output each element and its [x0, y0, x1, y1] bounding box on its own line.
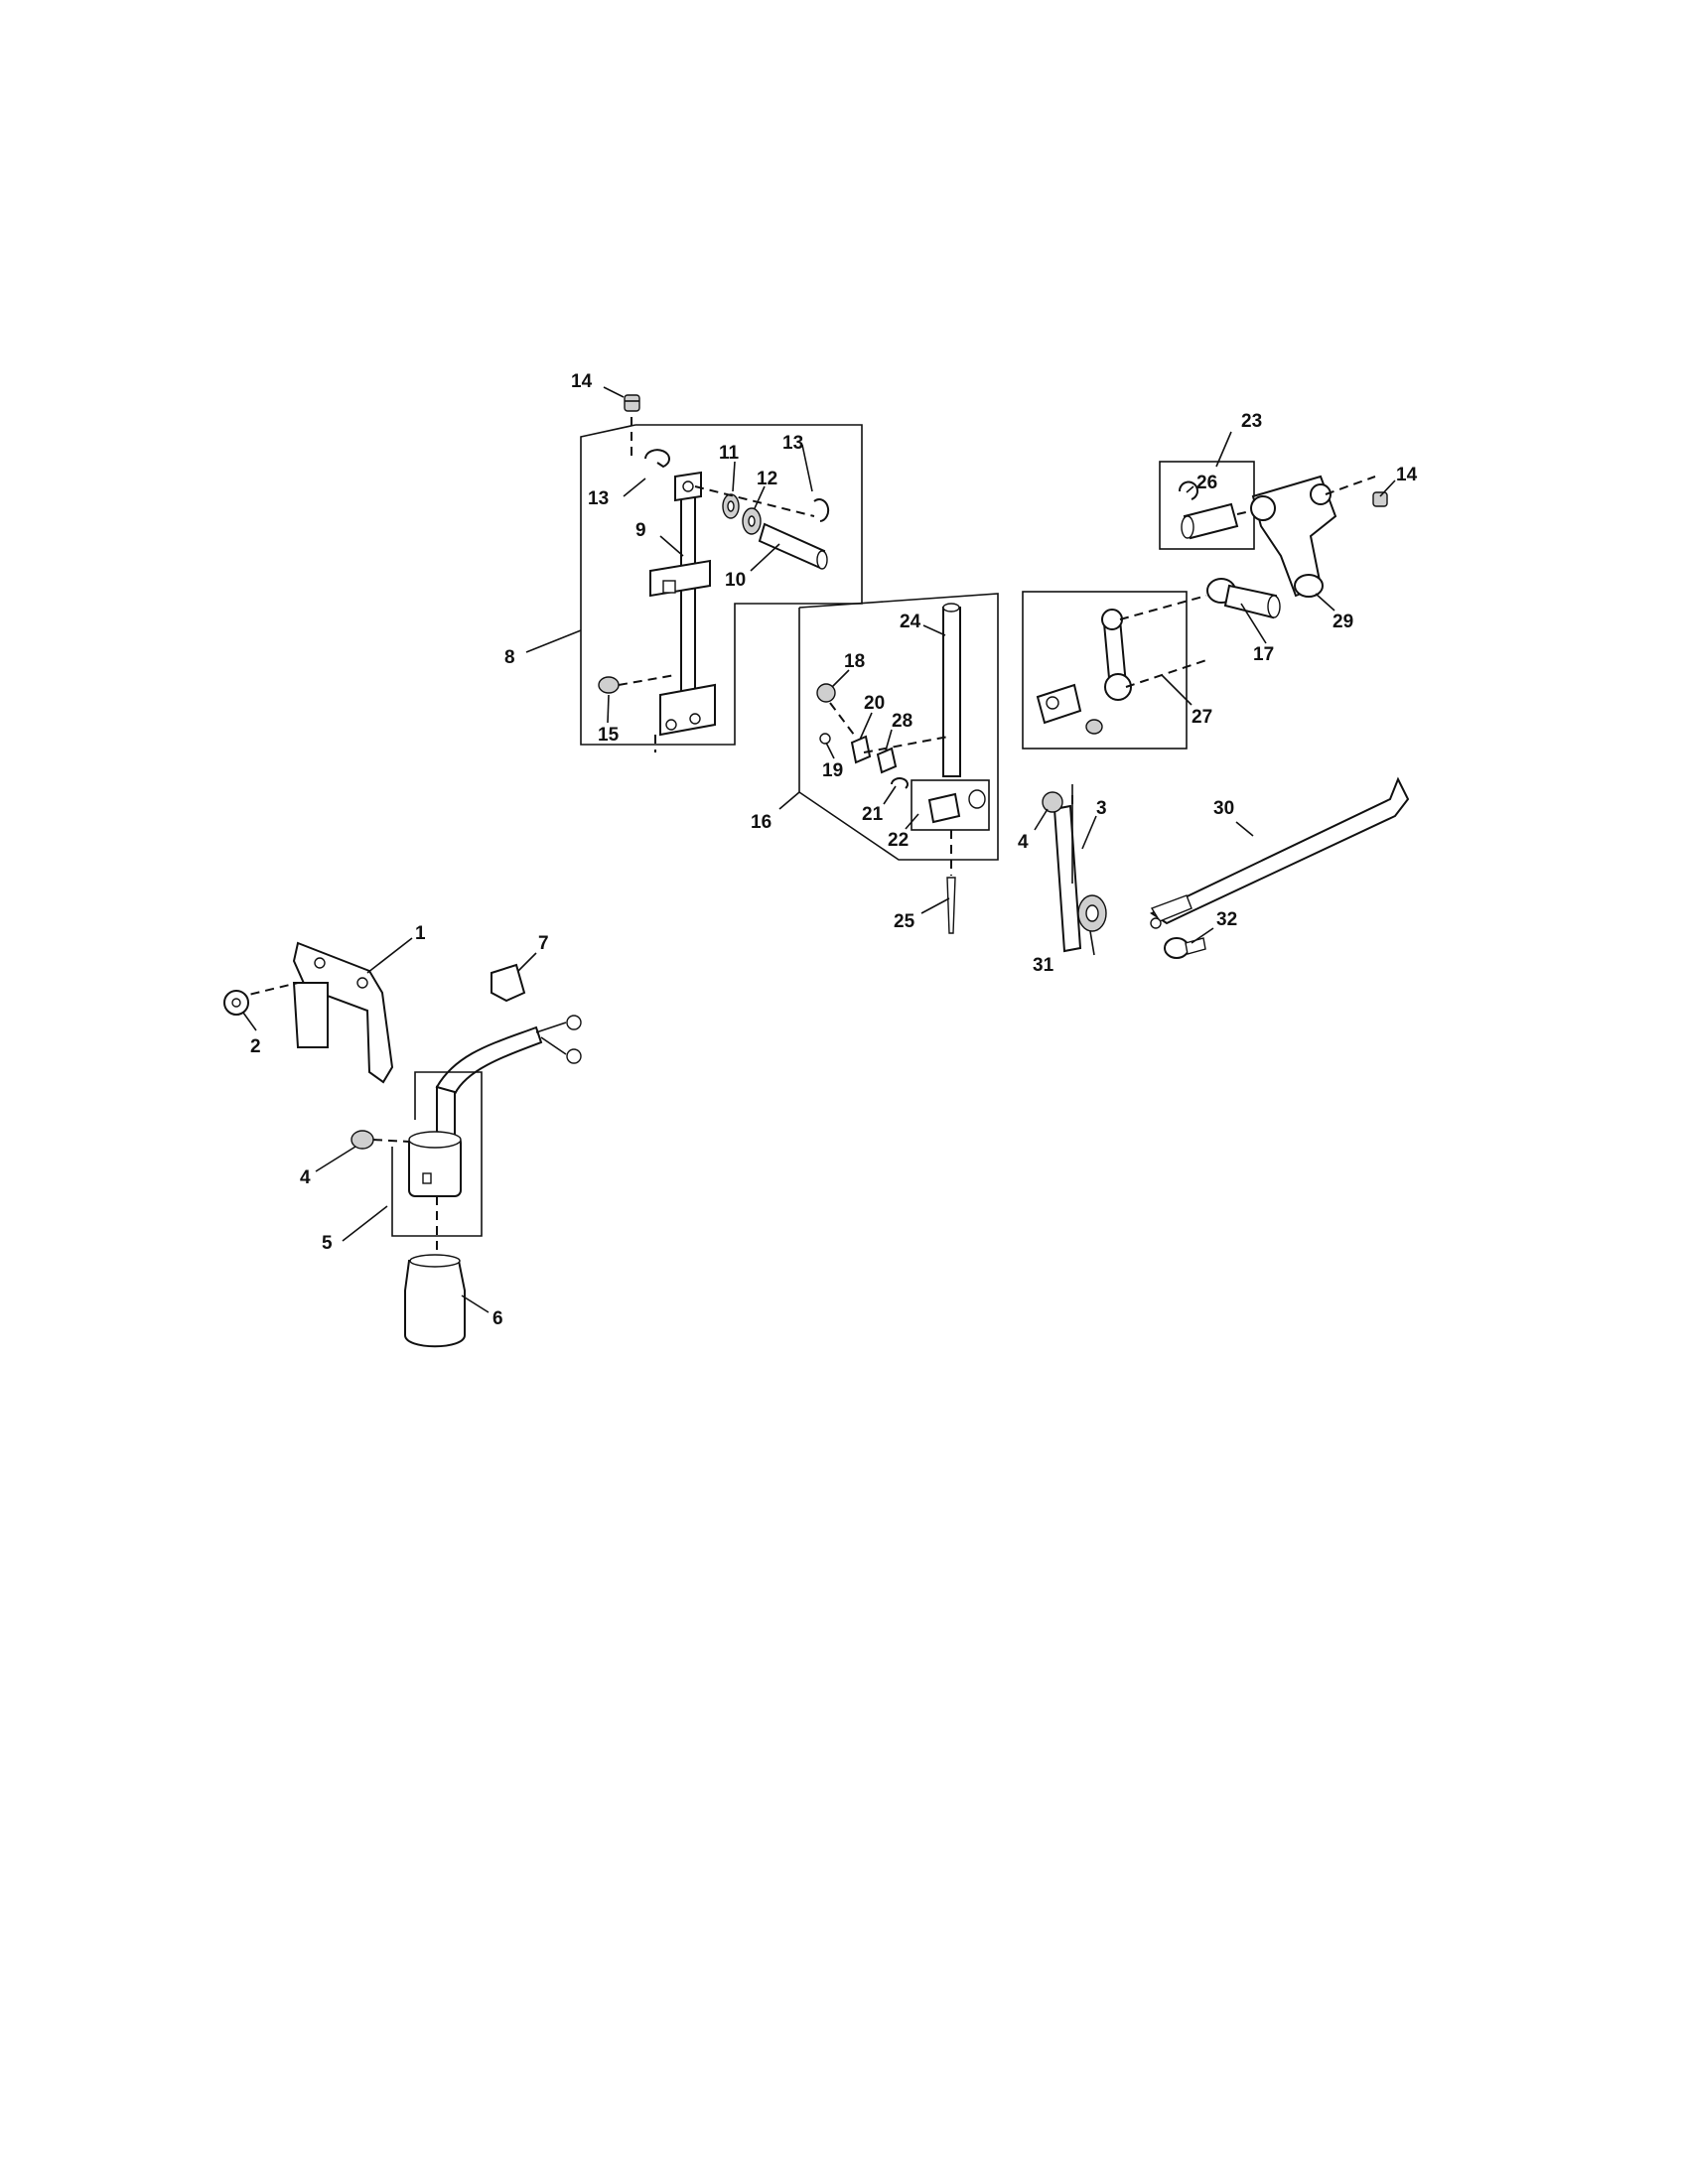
crank-17: [1206, 578, 1281, 619]
label-26: 26: [1196, 473, 1217, 493]
takeup-group: [1159, 461, 1388, 619]
mounting-bracket-1: [292, 941, 394, 1084]
presser-bar-group: [580, 394, 863, 752]
screw-14-top: [624, 394, 640, 412]
light-assembly-group: [223, 941, 582, 1348]
presser-bar-9: [649, 471, 716, 737]
label-16: 16: [751, 812, 772, 833]
label-4-right: 4: [1018, 832, 1029, 853]
label-7: 7: [538, 933, 549, 954]
label-4-left: 4: [300, 1167, 311, 1188]
label-13-left: 13: [588, 488, 609, 509]
label-13-right: 13: [782, 433, 803, 454]
label-8: 8: [504, 647, 515, 668]
label-32: 32: [1216, 909, 1237, 930]
label-3: 3: [1096, 798, 1107, 819]
washer-11: [722, 493, 740, 519]
label-2: 2: [250, 1036, 261, 1057]
needle-bar-24: [942, 603, 961, 777]
label-18: 18: [844, 651, 865, 672]
group-27-frame: [1022, 591, 1188, 750]
label-9: 9: [635, 520, 646, 541]
label-31: 31: [1033, 955, 1054, 976]
label-6: 6: [492, 1308, 503, 1329]
screw-19: [819, 733, 831, 745]
needle-25: [946, 877, 956, 934]
screw-14-right: [1372, 491, 1388, 507]
label-29: 29: [1333, 612, 1353, 632]
clamp-28: [876, 747, 898, 774]
shaft-10: [758, 522, 828, 570]
lamp-socket-5: [408, 1085, 462, 1197]
screw-21: [891, 777, 909, 789]
label-23: 23: [1241, 411, 1262, 432]
link-group: [1022, 591, 1207, 750]
screw-32: [1164, 937, 1206, 959]
clip-13-right: [813, 498, 830, 522]
label-11: 11: [719, 443, 740, 464]
leader-lines: [242, 386, 1396, 1313]
needle-bar-group: [798, 593, 999, 934]
label-20: 20: [864, 693, 885, 714]
washer-31: [1077, 894, 1107, 932]
cord-wires: [435, 1015, 582, 1096]
callout-labels: 14 13 11 12 13 9 10 8 15 23 14 26 29 17 …: [250, 371, 1418, 1329]
thread-guide-20: [850, 735, 872, 764]
needle-clamp-22: [927, 789, 986, 824]
label-5: 5: [322, 1233, 333, 1254]
label-10: 10: [725, 570, 746, 591]
label-21: 21: [862, 804, 884, 825]
group-8-frame: [580, 424, 863, 746]
label-24: 24: [900, 612, 921, 632]
screw-4-left: [351, 1130, 410, 1150]
label-19: 19: [822, 760, 843, 781]
label-15: 15: [598, 725, 620, 746]
washer-12: [742, 507, 762, 535]
label-12: 12: [757, 469, 777, 489]
group-16-frame: [798, 593, 999, 861]
screw-2: [223, 990, 249, 1016]
lifter-rod-3: [1052, 804, 1082, 953]
lever-30: [1149, 776, 1410, 929]
screw-15: [598, 674, 676, 694]
clip-7: [491, 963, 526, 1003]
takeup-lever-29: [1250, 475, 1337, 598]
label-1: 1: [415, 923, 426, 944]
label-25: 25: [894, 911, 915, 932]
screw-4-right: [1042, 791, 1063, 813]
connecting-link-27: [1036, 609, 1132, 735]
label-17: 17: [1253, 644, 1274, 665]
group-5-frame: [391, 1071, 483, 1237]
lever-group: [1149, 776, 1410, 959]
label-22: 22: [888, 830, 909, 851]
label-30: 30: [1213, 798, 1234, 819]
label-28: 28: [892, 711, 912, 732]
pin-23: [1181, 502, 1239, 540]
presser-lifter-group: [1042, 784, 1107, 953]
bulb-6: [404, 1254, 466, 1348]
clip-13-left: [644, 449, 670, 469]
screw-18: [816, 683, 836, 703]
label-14-right: 14: [1396, 465, 1418, 485]
label-27: 27: [1192, 707, 1212, 728]
label-14-top: 14: [571, 371, 593, 392]
